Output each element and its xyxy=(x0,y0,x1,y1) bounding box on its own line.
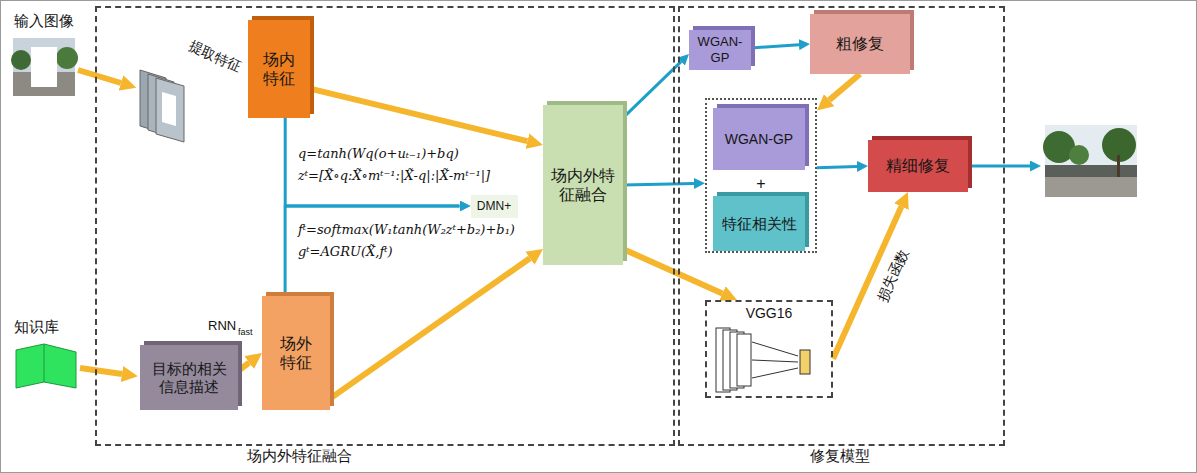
fusion-block: 场内外特征融合 xyxy=(543,105,623,265)
node-text: 粗修复 xyxy=(836,34,884,53)
node-text: 精细修复 xyxy=(886,156,950,175)
output-image xyxy=(1043,125,1137,197)
node-text: 场内特征 xyxy=(262,50,296,88)
process-box: 精细修复 xyxy=(868,140,968,192)
formula: fᵗ=softmax(W₁tanh(W₂zᵗ+b₂)+b₁) xyxy=(298,222,515,238)
flow-arrow xyxy=(970,165,1030,168)
flow-arrow xyxy=(80,368,122,374)
data-flow-arrow xyxy=(623,184,694,186)
network-frame: VGG16 xyxy=(705,300,833,398)
knowledge-book xyxy=(16,344,76,388)
node-text: 目标的相关信息描述 xyxy=(150,360,228,396)
subscript-label: fast xyxy=(238,327,253,338)
data-flow-arrow xyxy=(817,166,857,167)
node-text: DMN+ xyxy=(477,199,511,213)
node-text: 场外特征 xyxy=(279,334,313,372)
data-flow-arrow xyxy=(285,118,459,206)
region-title: 场内外特征融合 xyxy=(247,447,352,465)
source-caption: 知识库 xyxy=(14,318,59,336)
process-box: 特征相关性 xyxy=(713,196,805,251)
gan-block: WGAN-GP xyxy=(713,108,805,170)
region-frame: 修复模型WGAN-GP粗修复+WGAN-GP特征相关性精细修复VGG16 xyxy=(678,6,1005,446)
image-stack xyxy=(140,70,184,142)
feature-flow-arrow xyxy=(829,74,860,100)
feature-flow-arrow xyxy=(310,89,527,142)
feature-flow-arrow xyxy=(330,258,530,398)
process-box: 粗修复 xyxy=(810,14,910,74)
node-text: 场内外特征融合 xyxy=(549,166,617,204)
node-text: WGAN-GP xyxy=(725,131,793,148)
feature-block: 场外特征 xyxy=(262,296,330,410)
feature-block: 场内特征 xyxy=(248,20,310,118)
group-frame: + WGAN-GP 特征相关性 xyxy=(705,98,817,253)
node-text: VGG16 xyxy=(746,305,793,322)
formula: zᵗ=[X̃∘q:X̃∘mᵗ⁻¹:|X̃-q|:|X̃-mᵗ⁻¹|] xyxy=(298,168,490,184)
node-text: 特征相关性 xyxy=(722,215,797,233)
image-caption: 输入图像 xyxy=(14,12,74,30)
gan-block: WGAN-GP xyxy=(689,30,751,70)
data-flow-arrow xyxy=(751,45,799,48)
formula: gᵗ=AGRU(X̃,fᵗ) xyxy=(298,244,393,260)
feature-flow-arrow xyxy=(623,249,722,294)
input-image xyxy=(11,38,78,96)
node-text: WGAN-GP xyxy=(695,34,745,65)
node-text: + xyxy=(756,174,765,193)
feature-flow-arrow xyxy=(238,363,249,371)
vgg-layers xyxy=(716,328,810,392)
data-flow-arrow xyxy=(285,206,459,296)
formula: q=tanh(Wq(o+uₜ₋₁)+bq) xyxy=(298,146,459,162)
data-flow-arrow xyxy=(623,62,681,118)
module-label: DMN+ xyxy=(471,195,518,218)
flow-arrow xyxy=(78,70,121,83)
description-box: 目标的相关信息描述 xyxy=(140,345,238,410)
model-label: RNN xyxy=(208,318,236,334)
step-label: 提取特征 xyxy=(186,37,244,75)
region-title: 修复模型 xyxy=(810,447,870,465)
